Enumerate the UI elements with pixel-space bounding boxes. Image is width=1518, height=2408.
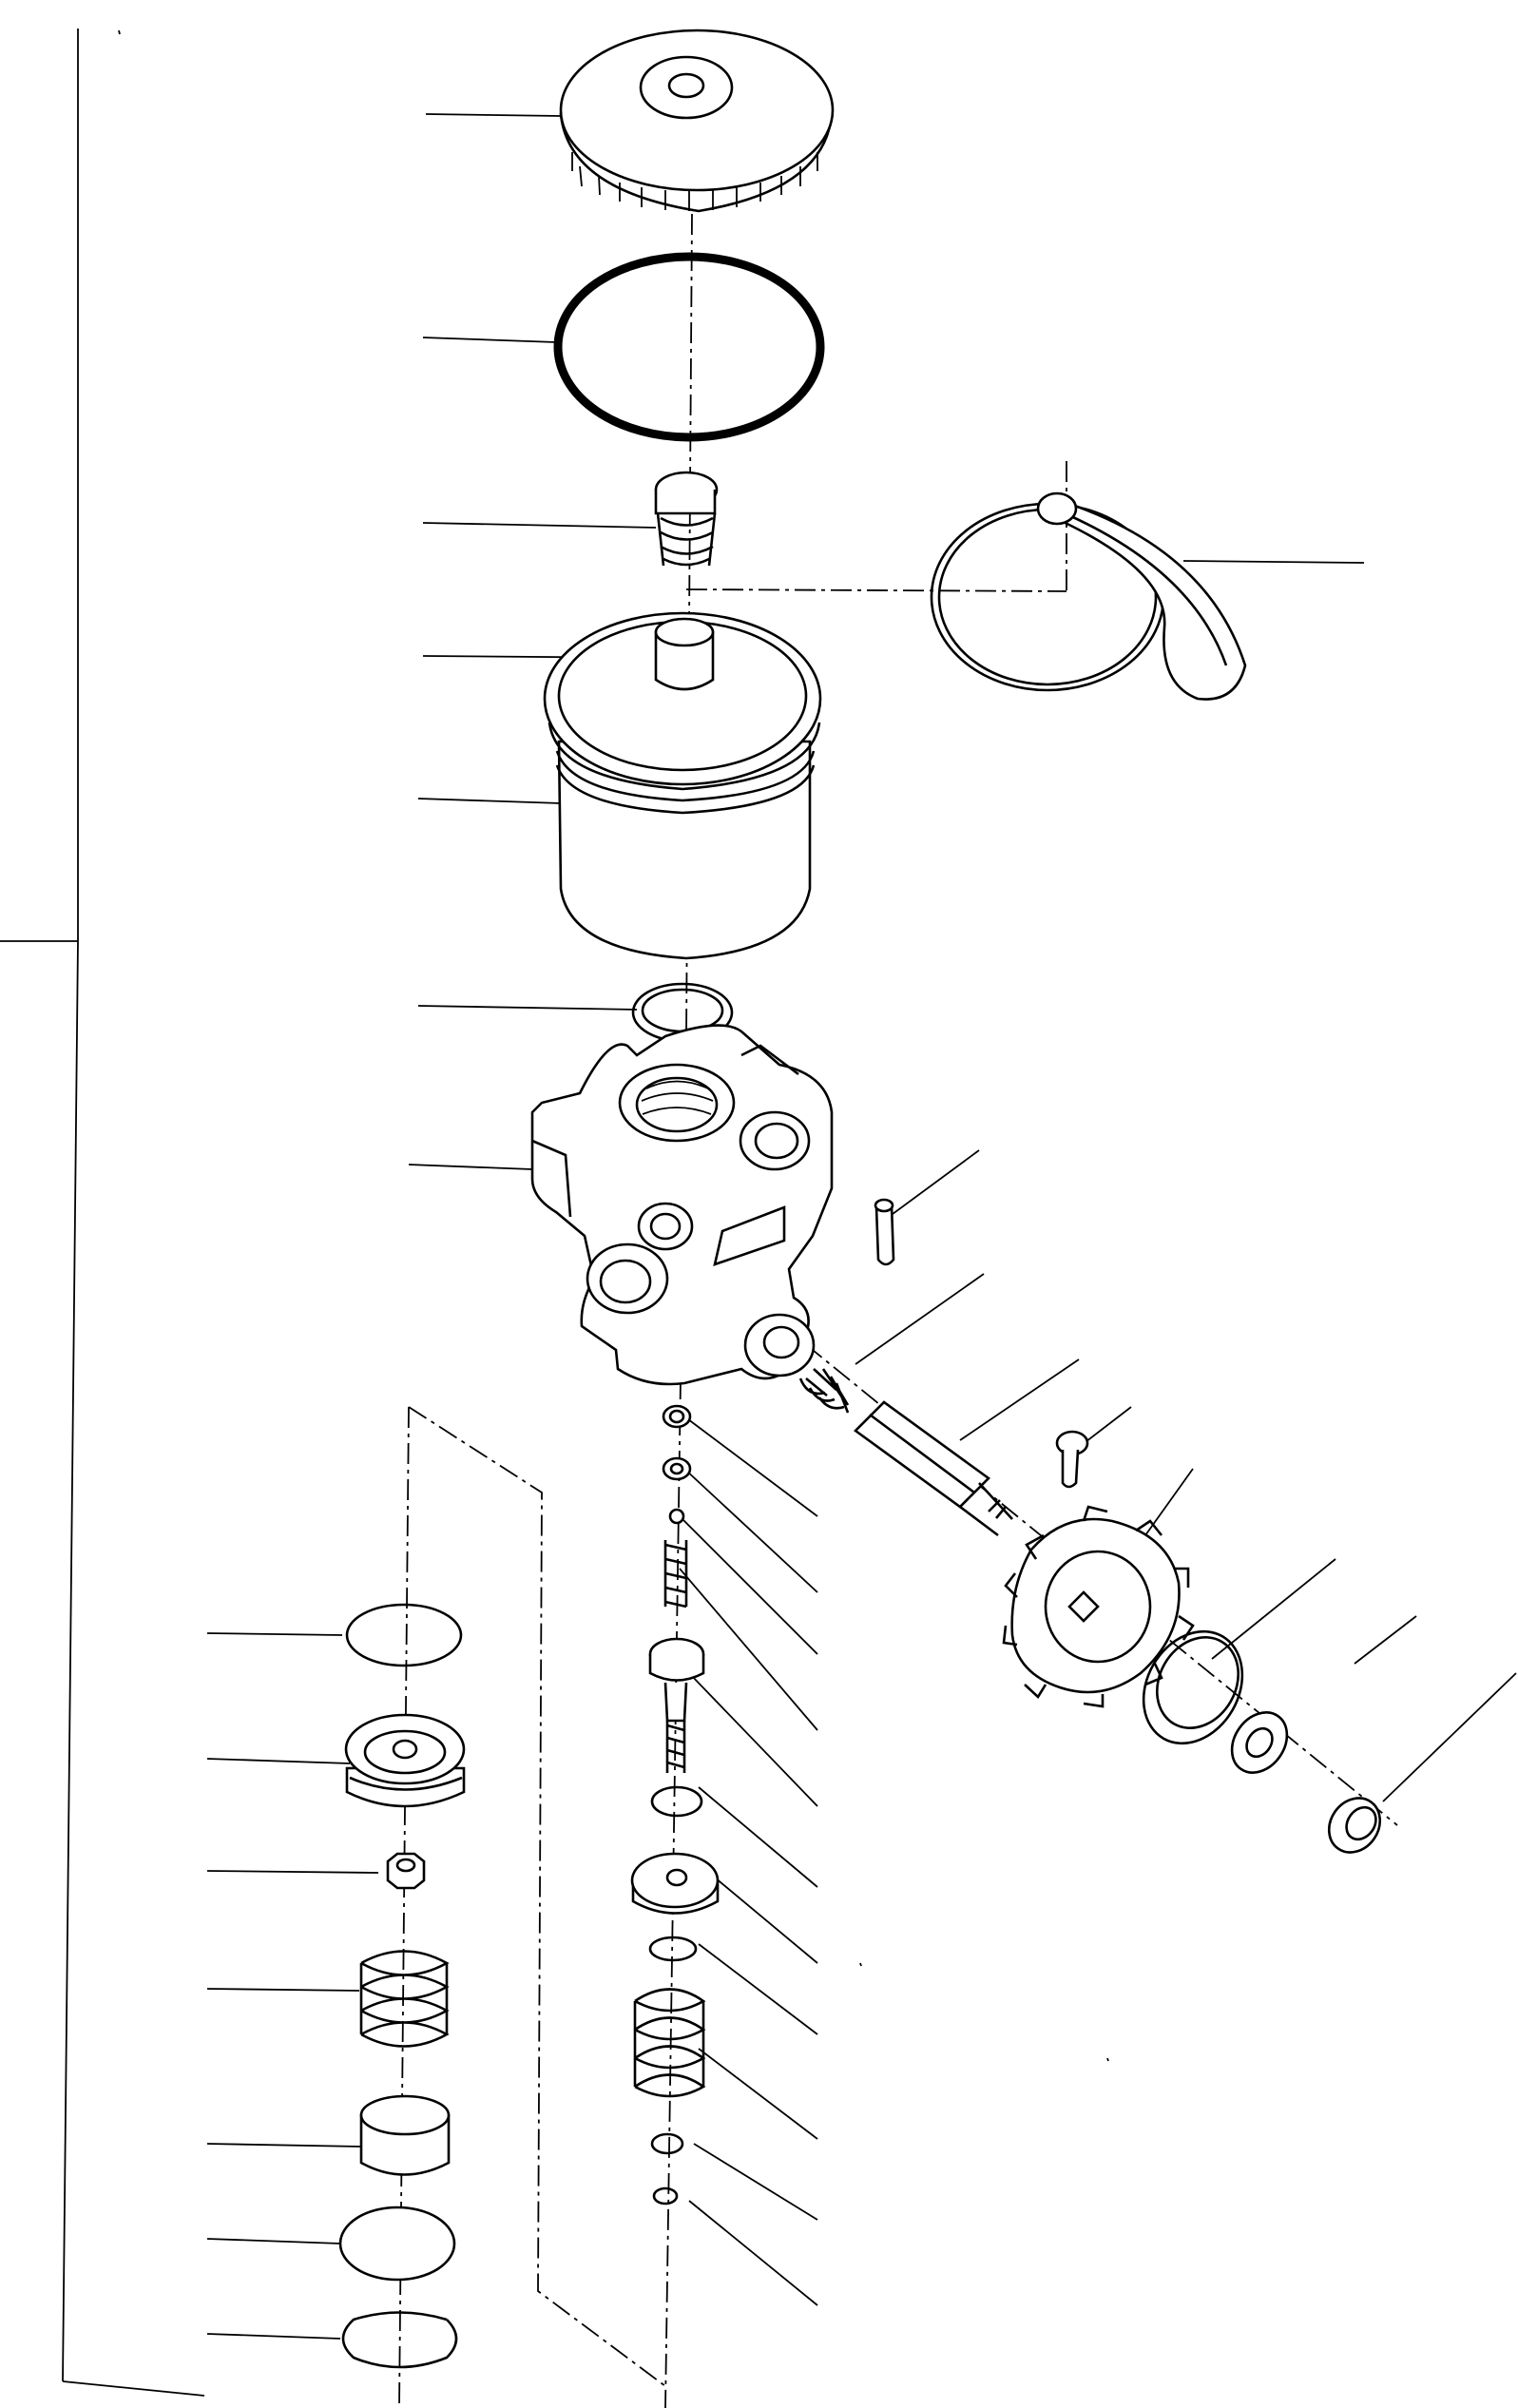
knob-cap-nut: [1327, 1797, 1382, 1854]
knob-seal: [1142, 1629, 1244, 1745]
adjustment-knob: [1002, 1505, 1195, 1708]
center-lines: [398, 213, 1398, 2408]
center-column-parts: [630, 1404, 720, 2206]
relief-valve-plug: [654, 471, 719, 567]
side-spring: [798, 1368, 850, 1414]
retaining-clip: [930, 491, 1247, 701]
filter-bowl: [543, 611, 822, 960]
adjusting-screw: [854, 1400, 1013, 1537]
knob-screw: [1055, 1430, 1089, 1489]
filter-cap: [559, 29, 835, 213]
stray-marks: [118, 29, 1109, 2062]
assembly-bracket: [0, 29, 205, 2397]
filter-o-ring: [553, 252, 825, 442]
valve-body: [530, 1024, 834, 1386]
left-column-parts: [338, 1603, 466, 2369]
dowel-pin: [874, 1198, 895, 1266]
knob-washer: [1230, 1711, 1289, 1774]
